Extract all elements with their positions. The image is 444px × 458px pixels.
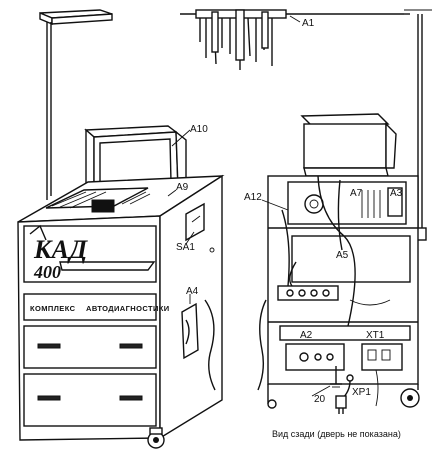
front-view: КАД 400 КОМПЛЕКС АВТОДИАГНОСТИКИ A10 A9 …	[17, 9, 225, 449]
logo-400: 400	[33, 262, 61, 282]
cabinet-side-details	[181, 202, 216, 391]
front-wheels	[147, 427, 165, 449]
cabinet-front	[17, 174, 223, 441]
callout-a4: A4	[186, 286, 199, 297]
caption-complex: КОМПЛЕКС	[30, 304, 76, 313]
power-plug	[311, 366, 354, 414]
callout-a10: A10	[190, 124, 208, 135]
callout-a2: A2	[300, 330, 313, 341]
callout-a7: A7	[350, 188, 363, 199]
lamp-mast	[39, 9, 113, 200]
callout-sa1: SA1	[176, 242, 195, 253]
rear-view: A1 A12 A7 A3 A5 A2 XT1 XP1 20 Вид сзади …	[180, 9, 432, 439]
callout-a1: A1	[302, 18, 315, 29]
rear-cabinet	[257, 175, 419, 407]
caption-autodiagnostics: АВТОДИАГНОСТИКИ	[86, 304, 170, 313]
callout-xp1: XP1	[352, 387, 371, 398]
callout-a12: A12	[244, 192, 262, 203]
callout-a9: A9	[176, 182, 189, 193]
callout-a3: A3	[390, 188, 403, 199]
rear-view-caption: Вид сзади (дверь не показана)	[272, 429, 401, 439]
callout-a5: A5	[336, 250, 349, 261]
rear-monitor	[300, 113, 397, 177]
callout-20: 20	[314, 394, 326, 405]
rear-wheels	[267, 388, 420, 409]
callout-xt1: XT1	[366, 330, 385, 341]
logo-kad: КАД	[33, 235, 88, 264]
